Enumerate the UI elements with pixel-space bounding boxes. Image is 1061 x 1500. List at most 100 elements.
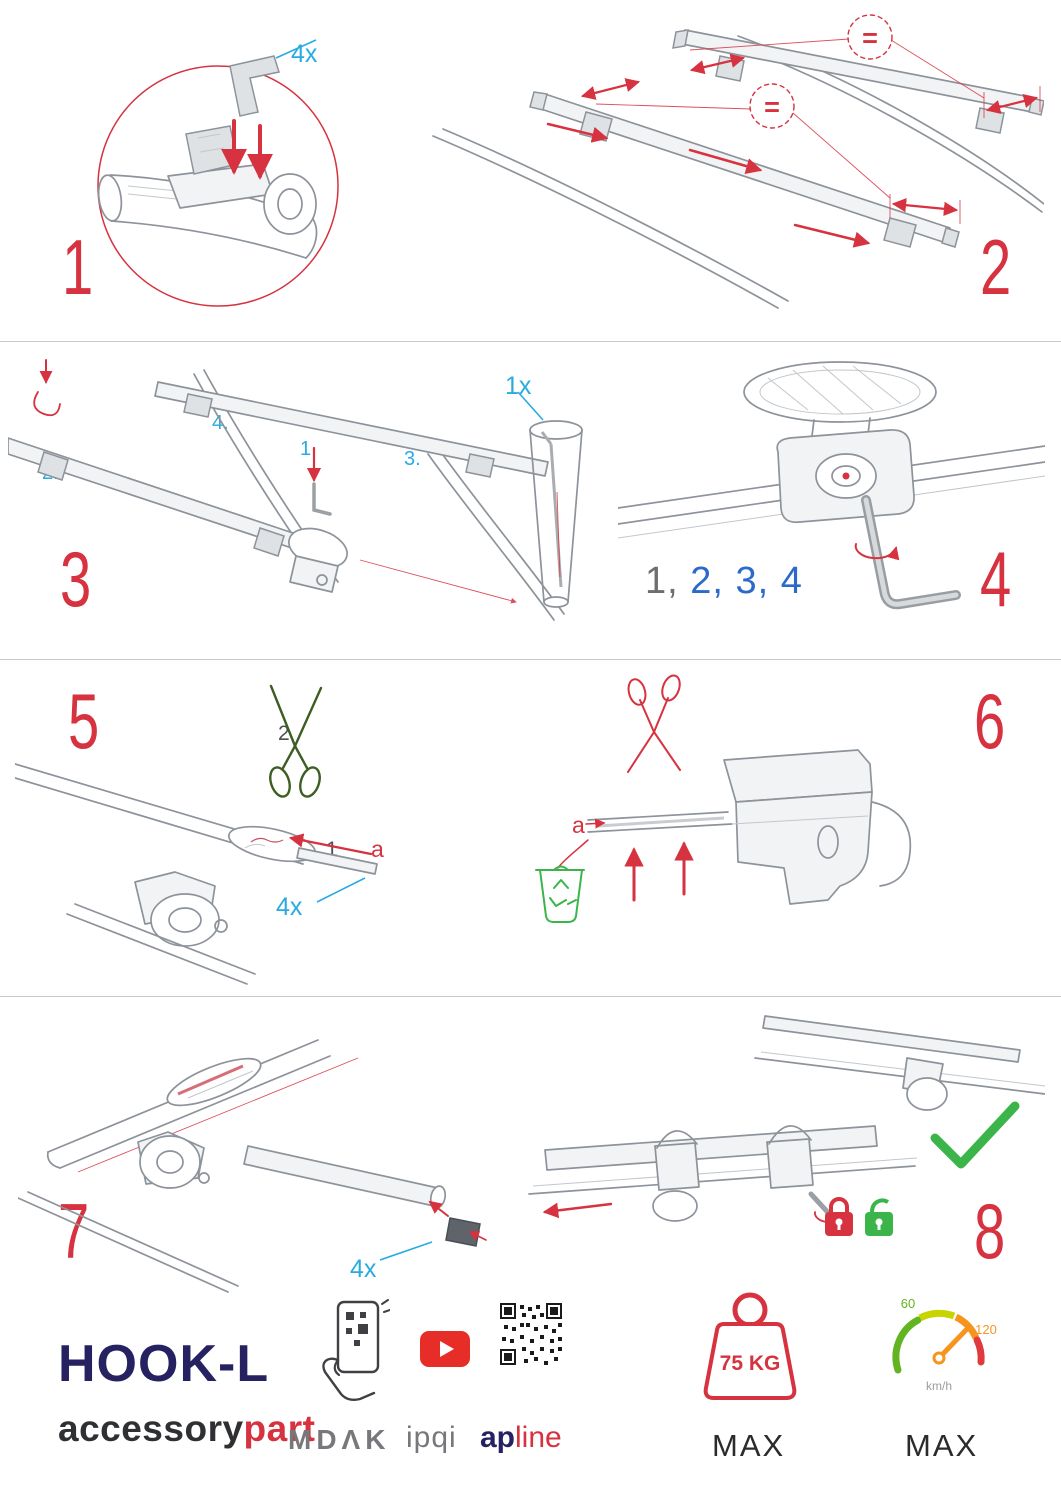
scissors-icon (627, 674, 681, 773)
gauge-red-arc (973, 1336, 985, 1366)
step3-illustration (8, 359, 583, 621)
step5-tag1-label: 1 (326, 838, 338, 861)
foot-bracket (723, 749, 912, 905)
hand-outline (322, 1357, 376, 1402)
step6-a-label: a (572, 812, 585, 838)
hook-bracket-part (229, 55, 280, 117)
rear-crossbar (672, 29, 1044, 134)
gauge-yellow-arc (918, 1309, 956, 1322)
allen-key-icon (312, 482, 332, 516)
allen-key-icon (861, 495, 961, 610)
clamp-assembly (18, 1131, 239, 1293)
strap-arrow (585, 818, 606, 829)
step8-illustration (528, 1015, 1045, 1236)
tighten-sequence: 1, 2, 3, 4 (645, 560, 803, 603)
qty-leader-line (316, 877, 366, 903)
logo-ipqi: ipqi (406, 1421, 457, 1454)
youtube-icon (420, 1331, 470, 1367)
brand-part: part (243, 1408, 316, 1449)
step4-number: 4 (980, 535, 1012, 623)
rail-with-opening (15, 763, 317, 865)
step4-illustration (618, 361, 1045, 610)
scissors-icon (269, 684, 323, 798)
step7-illustration (18, 1039, 487, 1293)
logo-ap: ap (480, 1421, 516, 1454)
small-allen-key (306, 446, 332, 516)
weight-max-label: MAX (712, 1428, 786, 1463)
step7-number: 7 (58, 1187, 90, 1275)
dimension-lines (595, 38, 1041, 224)
rail-strip (587, 811, 869, 833)
crossbar-section (743, 361, 937, 453)
strap-inside (177, 1064, 244, 1096)
sequence-rest: 2, 3, 4 (678, 560, 803, 602)
step8-number: 8 (974, 1187, 1006, 1275)
crossbar-upper (154, 381, 549, 478)
end-cap-icon (445, 1217, 481, 1247)
gauge-unit-label: km/h (926, 1379, 952, 1393)
equal-sign-mid: = (764, 92, 780, 122)
equal-sign-top: = (862, 23, 878, 53)
weight-max-icon: 75 KG (703, 1292, 797, 1400)
step5-a-label: a (371, 836, 384, 862)
section-divider (0, 996, 1061, 997)
gauge-max-label: MAX (905, 1428, 979, 1463)
step3-number: 3 (60, 535, 92, 623)
main-assembly (528, 1125, 918, 1225)
padlock-unlocked-icon (865, 1198, 893, 1236)
front-crossbar (529, 91, 960, 248)
clamp-body (167, 125, 317, 235)
cut-webbing (250, 837, 284, 843)
magnifier-circle (97, 65, 339, 307)
step1-illustration (97, 39, 339, 307)
trash-bin-icon (535, 865, 585, 923)
bar-end-cap (243, 1145, 487, 1247)
equal-sign-badge: = (847, 14, 893, 60)
step7-qty-label: 4x (350, 1255, 377, 1283)
recycle-icon (549, 879, 577, 907)
step5-qty-label: 4x (276, 893, 303, 921)
rotate-arrow (854, 543, 900, 561)
qr-on-screen (346, 1312, 368, 1346)
clamp-assembly (288, 527, 348, 593)
speedometer-icon: 60 120 km/h (892, 1296, 997, 1393)
qty-leader-line (379, 1241, 433, 1261)
section-divider (0, 341, 1061, 342)
clamp-body (776, 429, 915, 524)
step5-illustration (15, 684, 378, 985)
step3-qty-label: 1x (505, 372, 532, 400)
gauge-orange-arc (954, 1313, 980, 1340)
phone-qr-icon (322, 1299, 390, 1402)
gauge-high-label: 120 (975, 1322, 997, 1337)
weight-value: 75 KG (720, 1352, 781, 1375)
logo-line: line (515, 1421, 562, 1454)
step5-number: 5 (68, 677, 100, 765)
sparkle-lines (381, 1299, 390, 1313)
step6-illustration (535, 674, 912, 923)
sequence-first: 1, (645, 560, 679, 602)
logo-apline: apline (480, 1421, 562, 1455)
slide-arrow (542, 1202, 613, 1219)
gauge-low-label: 60 (901, 1296, 915, 1311)
pull-arrow (288, 833, 373, 856)
step1-number: 1 (62, 223, 94, 311)
step3-sub3-label: 3. (404, 448, 421, 470)
cut-strap-curl (557, 839, 589, 869)
step2-number: 2 (980, 223, 1012, 311)
section-divider (0, 659, 1061, 660)
step2-illustration: = = (432, 14, 1044, 309)
bar-with-opening (46, 1039, 331, 1169)
qty-leader-line (275, 39, 317, 59)
product-name: HOOK-L (58, 1335, 270, 1393)
gauge-green-arc (892, 1316, 922, 1374)
qty-leader-line (517, 391, 544, 421)
step5-tag2-label: 2 (278, 722, 290, 745)
clamp-assembly (66, 871, 256, 985)
bolt-target (842, 472, 850, 480)
step6-number: 6 (974, 677, 1006, 765)
measure-arrows (546, 53, 1039, 248)
strap-funnel (529, 420, 583, 608)
brand-logo: accessorypart (58, 1408, 315, 1450)
strap-end (296, 847, 378, 875)
equal-sign-badge: = (749, 83, 795, 129)
